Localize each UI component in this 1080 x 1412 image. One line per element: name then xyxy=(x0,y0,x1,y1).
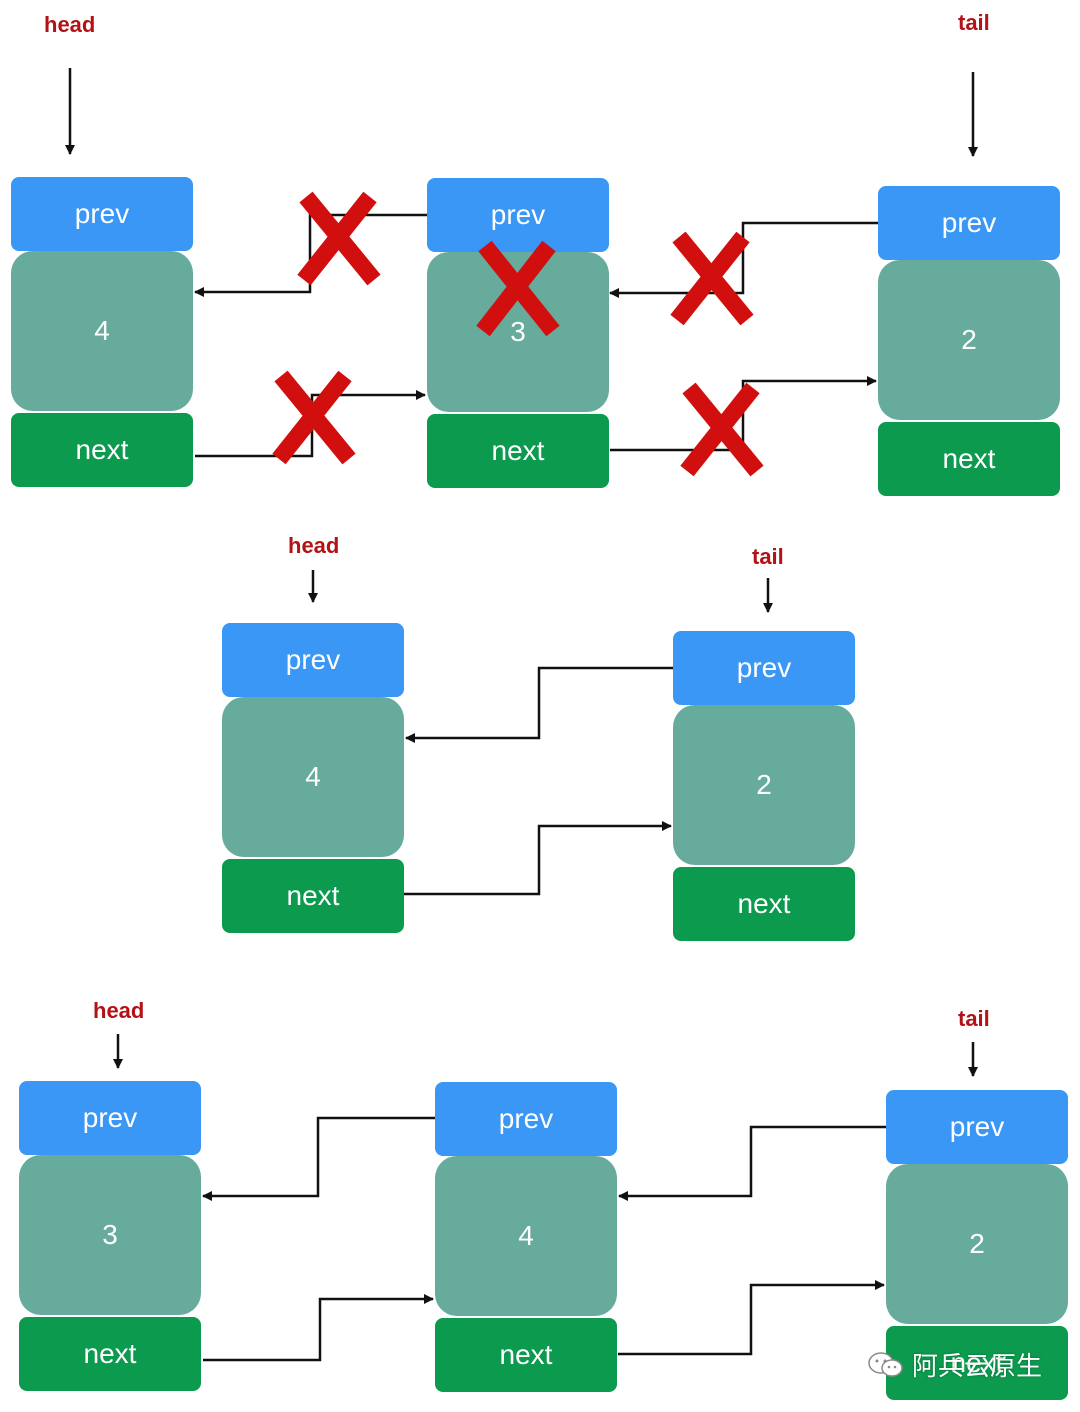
node-value: 3 xyxy=(427,252,609,412)
head-label: head xyxy=(288,533,340,558)
prev-field: prev xyxy=(19,1081,201,1155)
next-field: next xyxy=(222,859,404,933)
prev-link xyxy=(405,666,673,743)
cross-mark xyxy=(476,240,560,337)
next-link xyxy=(618,1280,885,1356)
prev-link xyxy=(202,1116,435,1201)
tail-label: tail xyxy=(958,1006,990,1031)
watermark-text: 阿兵云原生 xyxy=(912,1351,1043,1381)
next-field: next xyxy=(11,413,193,487)
next-field: next xyxy=(435,1318,617,1392)
next-link xyxy=(404,821,672,896)
prev-field: prev xyxy=(886,1090,1068,1164)
cross-mark xyxy=(297,191,381,286)
cross-mark xyxy=(670,231,754,326)
node-value: 4 xyxy=(435,1156,617,1316)
node-value: 2 xyxy=(886,1164,1068,1324)
next-link xyxy=(610,376,877,452)
next-field: next xyxy=(886,1326,1068,1400)
prev-link xyxy=(609,221,878,298)
prev-field: prev xyxy=(427,178,609,252)
node-value: 2 xyxy=(673,705,855,865)
cross-mark xyxy=(272,370,356,465)
prev-field: prev xyxy=(11,177,193,251)
node-value: 4 xyxy=(222,697,404,857)
tail-label: tail xyxy=(958,10,990,35)
prev-link xyxy=(618,1125,886,1201)
node-value: 2 xyxy=(878,260,1060,420)
next-field: next xyxy=(878,422,1060,496)
wechat-icon xyxy=(868,1351,903,1377)
prev-link xyxy=(194,213,427,297)
node-value: 3 xyxy=(19,1155,201,1315)
prev-field: prev xyxy=(673,631,855,705)
head-label: head xyxy=(44,12,96,37)
node-value: 4 xyxy=(11,251,193,411)
cross-mark xyxy=(680,382,764,477)
next-link xyxy=(203,1294,434,1362)
tail-label: tail xyxy=(752,544,784,569)
prev-field: prev xyxy=(878,186,1060,260)
next-field: next xyxy=(427,414,609,488)
head-label: head xyxy=(93,998,145,1023)
next-field: next xyxy=(19,1317,201,1391)
prev-field: prev xyxy=(222,623,404,697)
watermark: 阿兵云原生 xyxy=(866,1346,1042,1383)
next-field: next xyxy=(673,867,855,941)
prev-field: prev xyxy=(435,1082,617,1156)
